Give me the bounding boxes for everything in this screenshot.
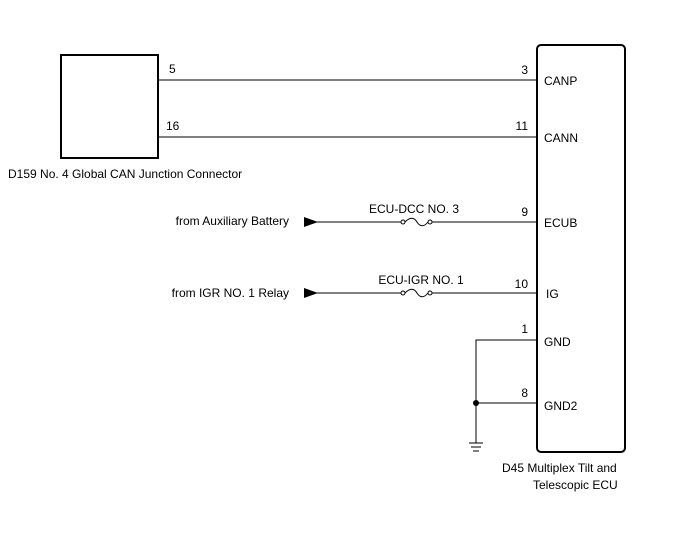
ecu-pin-cann: CANN <box>544 131 578 145</box>
ecu-pin-ecub: ECUB <box>544 216 577 230</box>
ecu-pin-10: 10 <box>515 277 529 291</box>
ecu-pin-9: 9 <box>521 205 528 219</box>
d159-pin-16: 16 <box>166 119 180 133</box>
ecu-dcc-fuse-label: ECU-DCC NO. 3 <box>369 202 459 216</box>
ecu-pin-canp: CANP <box>544 74 577 88</box>
d45-ecu-box <box>536 44 626 453</box>
ground-symbol-icon <box>469 442 483 452</box>
d159-label: D159 No. 4 Global CAN Junction Connector <box>8 167 242 181</box>
gnd-wire <box>475 339 537 443</box>
d159-connector-box <box>60 54 159 159</box>
d45-label-line2: Telescopic ECU <box>533 478 618 492</box>
ecu-pin-3: 3 <box>521 63 528 77</box>
ecu-pin-1: 1 <box>521 322 528 336</box>
battery-source-label: from Auxiliary Battery <box>176 214 289 228</box>
ecu-igr-fuse-icon <box>400 288 433 298</box>
ecu-igr-fuse-label: ECU-IGR NO. 1 <box>378 273 464 287</box>
ecu-pin-gnd: GND <box>544 335 571 349</box>
ecu-pin-gnd2: GND2 <box>544 399 578 413</box>
ground-junction-dot <box>473 400 479 406</box>
ecu-pin-8: 8 <box>521 386 528 400</box>
d159-pin-5: 5 <box>169 62 176 76</box>
ecu-pin-ig: IG <box>546 287 559 301</box>
ecu-dcc-fuse-icon <box>400 217 433 227</box>
ecu-pin-11: 11 <box>516 119 529 133</box>
d45-label-line1: D45 Multiplex Tilt and <box>502 461 617 475</box>
igr-source-label: from IGR NO. 1 Relay <box>172 286 289 300</box>
